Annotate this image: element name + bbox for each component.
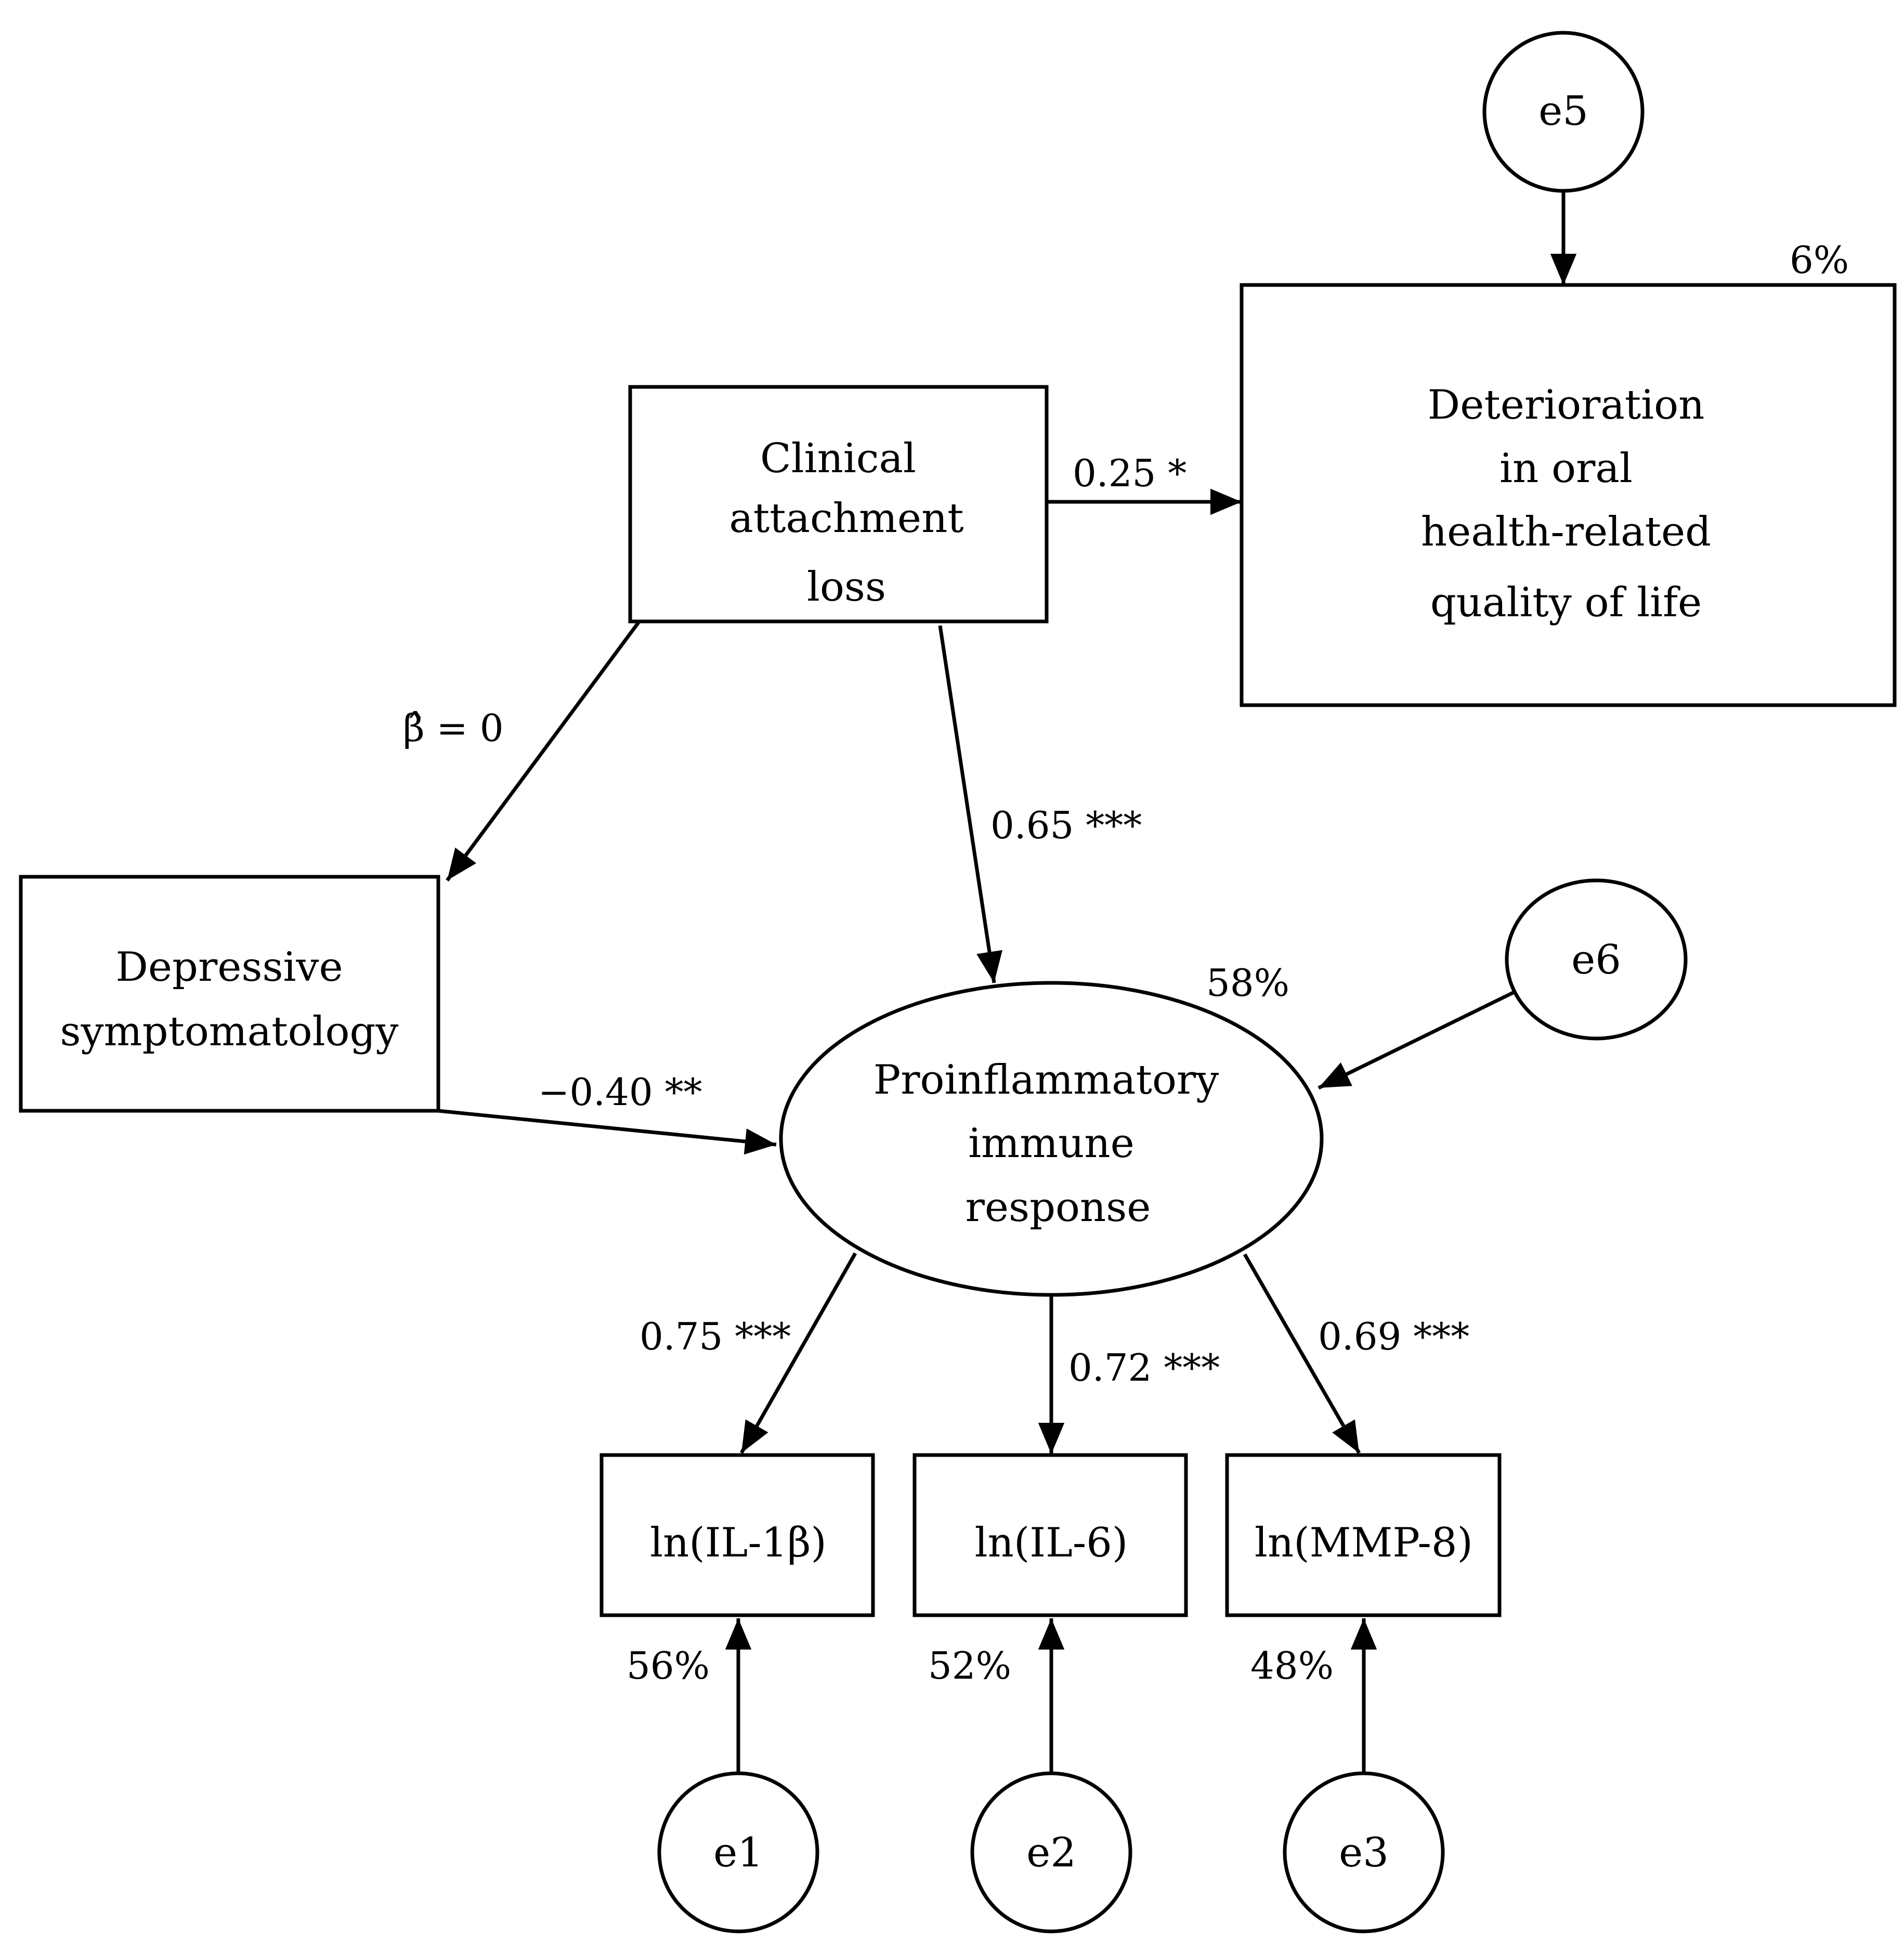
path-cal-to-depression	[446, 621, 640, 882]
coef-pir-to-il1b: 0.75 ***	[640, 1315, 791, 1358]
node-label-line: Proinflammatory	[873, 1057, 1219, 1104]
node-label-line: symptomatology	[60, 1008, 399, 1055]
r2-il1b: 56%	[627, 1644, 710, 1688]
node-label: ln(IL-6)	[975, 1520, 1128, 1566]
coef-pir-to-il6: 0.72 ***	[1068, 1346, 1220, 1390]
path-depression-to-pir	[438, 1109, 777, 1155]
node-label-line: Clinical	[760, 435, 916, 482]
r2-pir: 58%	[1206, 961, 1289, 1005]
node-label: e1	[713, 1829, 763, 1876]
path-pir-to-il1b	[739, 1252, 857, 1454]
node-deterioration-ohrqol: Deterioration in oral health-related qua…	[1240, 283, 1897, 707]
node-label-line: quality of life	[1430, 579, 1702, 626]
node-depressive-symptomatology: Depressive symptomatology	[19, 875, 440, 1113]
node-ln-il1b: ln(IL-1β)	[599, 1453, 875, 1617]
coef-depression-to-pir: −0.40 **	[538, 1070, 702, 1114]
node-clinical-attachment-loss: Clinical attachment loss	[628, 385, 1049, 624]
node-e6: e6	[1505, 878, 1688, 1041]
coef-pir-to-mmp8: 0.69 ***	[1318, 1315, 1469, 1358]
node-label-line: immune	[968, 1120, 1134, 1167]
path-cal-to-pir	[938, 625, 1002, 983]
node-label-line: health-related	[1421, 509, 1711, 555]
node-label: e6	[1571, 937, 1621, 983]
node-e3: e3	[1283, 1771, 1445, 1933]
node-ln-mmp8: ln(MMP-8)	[1225, 1453, 1502, 1617]
path-e6-to-pir	[1318, 990, 1516, 1090]
node-e2: e2	[970, 1771, 1132, 1933]
node-label-line: response	[966, 1184, 1151, 1231]
node-label: ln(MMP-8)	[1255, 1520, 1473, 1566]
coef-cal-to-ohrqol: 0.25 *	[1073, 451, 1186, 495]
path-pir-to-mmp8	[1243, 1253, 1361, 1454]
node-proinflammatory-immune-response: Proinflammatory immune response	[779, 981, 1324, 1297]
node-label: e2	[1026, 1829, 1076, 1876]
coef-cal-to-pir: 0.65 ***	[990, 803, 1142, 847]
node-label-line: Deterioration	[1428, 382, 1705, 429]
r2-mmp8: 48%	[1250, 1644, 1334, 1688]
coef-cal-to-depression: β̂ = 0	[403, 706, 504, 750]
node-label-line: in oral	[1499, 445, 1633, 492]
node-label: ln(IL-1β)	[650, 1520, 827, 1566]
r2-il6: 52%	[928, 1644, 1011, 1688]
node-label-line: Depressive	[115, 944, 343, 991]
node-ln-il6: ln(IL-6)	[912, 1453, 1188, 1617]
r2-ohrqol: 6%	[1790, 238, 1849, 282]
node-label-line: loss	[807, 564, 886, 611]
node-e1: e1	[657, 1771, 819, 1933]
node-e5: e5	[1482, 31, 1645, 193]
node-label: e5	[1538, 88, 1588, 135]
node-label-line: attachment	[729, 495, 963, 542]
node-label: e3	[1339, 1829, 1389, 1876]
